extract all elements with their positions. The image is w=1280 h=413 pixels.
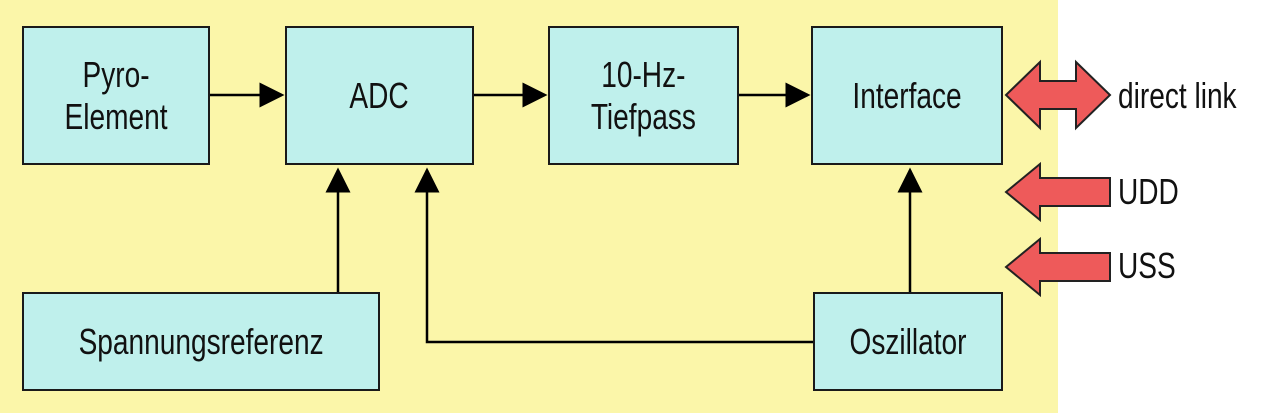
- direct-link-label: direct link: [1118, 75, 1237, 116]
- adc-block: ADC: [285, 26, 474, 165]
- arrow-oscillator-to-adc: [414, 167, 813, 344]
- pyro-element-label: Pyro- Element: [64, 53, 168, 137]
- oscillator-label: Oszillator: [849, 320, 967, 362]
- oscillator-block: Oszillator: [813, 292, 1003, 391]
- uss-label: USS: [1118, 245, 1176, 286]
- voltage-reference-block: Spannungsreferenz: [22, 292, 380, 391]
- lowpass-filter-label: 10-Hz- Tiefpass: [590, 53, 697, 137]
- pyro-element-block: Pyro- Element: [22, 26, 210, 165]
- uss-arrow: [1004, 236, 1111, 298]
- direct-link-arrow: [1004, 59, 1112, 131]
- adc-label: ADC: [349, 74, 410, 116]
- udd-arrow: [1004, 161, 1111, 223]
- interface-label: Interface: [852, 74, 962, 116]
- udd-label: UDD: [1118, 171, 1179, 212]
- voltage-reference-label: Spannungsreferenz: [78, 320, 324, 362]
- lowpass-filter-block: 10-Hz- Tiefpass: [548, 26, 739, 165]
- interface-block: Interface: [811, 26, 1003, 165]
